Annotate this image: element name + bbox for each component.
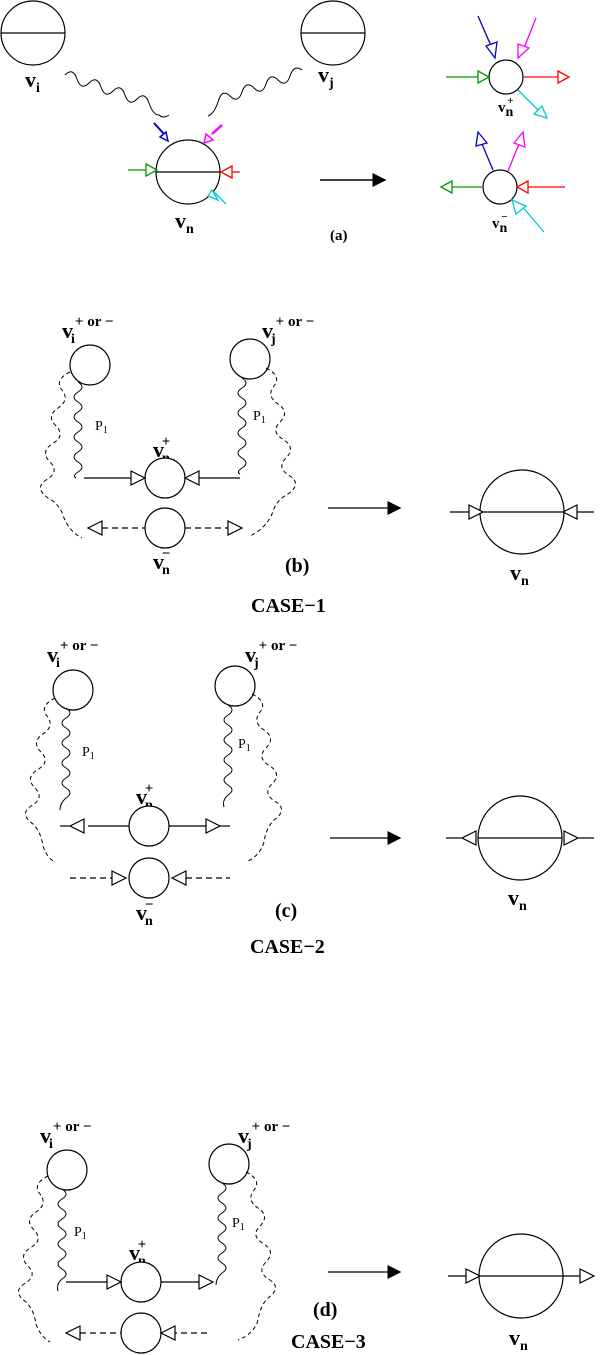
c-dashed-wavy-left	[25, 697, 56, 863]
d-p1-label-right: P1	[232, 1216, 245, 1233]
b-p1-label: P1	[95, 419, 108, 436]
b-dashed-wavy-right	[249, 367, 296, 537]
vn-label: vn	[175, 208, 194, 237]
b-wavy-left	[73, 381, 83, 479]
b-vn-big-label: vn	[510, 560, 529, 589]
vn-plus-arrows	[446, 15, 571, 120]
vn-plus-circle	[488, 59, 524, 95]
vj-label: vj	[318, 62, 334, 91]
d-vi-label: vi+ or −	[40, 1119, 91, 1152]
c-vj-circle	[214, 665, 256, 707]
b-p1-label-right: P1	[253, 409, 266, 426]
panel-c: vi+ or − vj+ or − P1 P1 vn+ vn− vn	[25, 638, 594, 958]
d-vj-circle	[208, 1143, 250, 1185]
b-vj-label: vj+ or −	[262, 314, 314, 347]
d-vn-plus-circle	[120, 1261, 162, 1303]
panel-label-c: (c)	[275, 900, 297, 922]
d-vn-minus-label: vn−	[129, 1351, 146, 1355]
vn-plus-label: vn+	[498, 95, 514, 120]
vn-minus-arrows	[439, 130, 565, 233]
d-p1-label: P1	[74, 1225, 87, 1242]
c-p1-label: P1	[82, 745, 95, 762]
d-vn-big-label: vn	[509, 1325, 528, 1354]
d-wavy-left	[57, 1188, 67, 1292]
c-vn-minus-label: vn−	[136, 897, 153, 929]
panel-label-b: (b)	[285, 555, 309, 577]
b-vn-minus-circle	[144, 507, 186, 549]
case-2-label: CASE−2	[250, 936, 325, 958]
vi-label: vi	[25, 67, 40, 96]
b-vn-minus-label: vn−	[153, 546, 170, 578]
vn-colored-arrows	[128, 122, 240, 205]
c-vn-big-label: vn	[508, 885, 527, 914]
case-3-label: CASE−3	[291, 1331, 366, 1353]
panel-d: vi+ or − vj+ or − P1 P1 vn+ vn− vn (d) C…	[18, 1119, 596, 1355]
c-vn-plus-circle	[128, 805, 170, 847]
c-vn-minus-circle	[128, 857, 170, 899]
vn-minus-circle	[482, 169, 518, 205]
d-vn-minus-circle	[120, 1312, 162, 1354]
c-wavy-right	[223, 704, 233, 808]
panel-label-a: (a)	[330, 228, 348, 244]
c-vi-label: vi+ or −	[47, 638, 98, 671]
b-vj-circle	[229, 338, 271, 380]
panel-a: vi vj vn	[0, 0, 571, 244]
c-wavy-left	[59, 707, 71, 811]
c-vi-circle	[52, 669, 94, 711]
d-vj-label: vj+ or −	[238, 1119, 290, 1152]
panel-b: vi+ or − vj+ or − P1 P1 vn+ vn−	[40, 314, 594, 617]
d-vi-circle	[46, 1149, 88, 1191]
b-wavy-right	[237, 377, 247, 475]
d-dashed-wavy-right	[237, 1171, 276, 1341]
c-vj-label: vj+ or −	[245, 638, 297, 671]
b-vn-plus-circle	[144, 457, 186, 499]
b-vi-label: vi+ or −	[62, 314, 113, 347]
wavy-vj-vn	[207, 67, 303, 117]
d-wavy-right	[215, 1182, 227, 1286]
c-p1-label-right: P1	[238, 737, 251, 754]
wavy-vi-vn	[64, 71, 170, 118]
d-dashed-wavy-left	[18, 1175, 51, 1343]
panel-label-d: (d)	[313, 1299, 337, 1321]
vn-minus-label: vn−	[492, 211, 508, 236]
c-dashed-wavy-right	[245, 693, 282, 863]
b-vi-circle	[69, 344, 111, 386]
b-dashed-wavy-left	[40, 371, 83, 539]
case-1-label: CASE−1	[251, 595, 326, 617]
